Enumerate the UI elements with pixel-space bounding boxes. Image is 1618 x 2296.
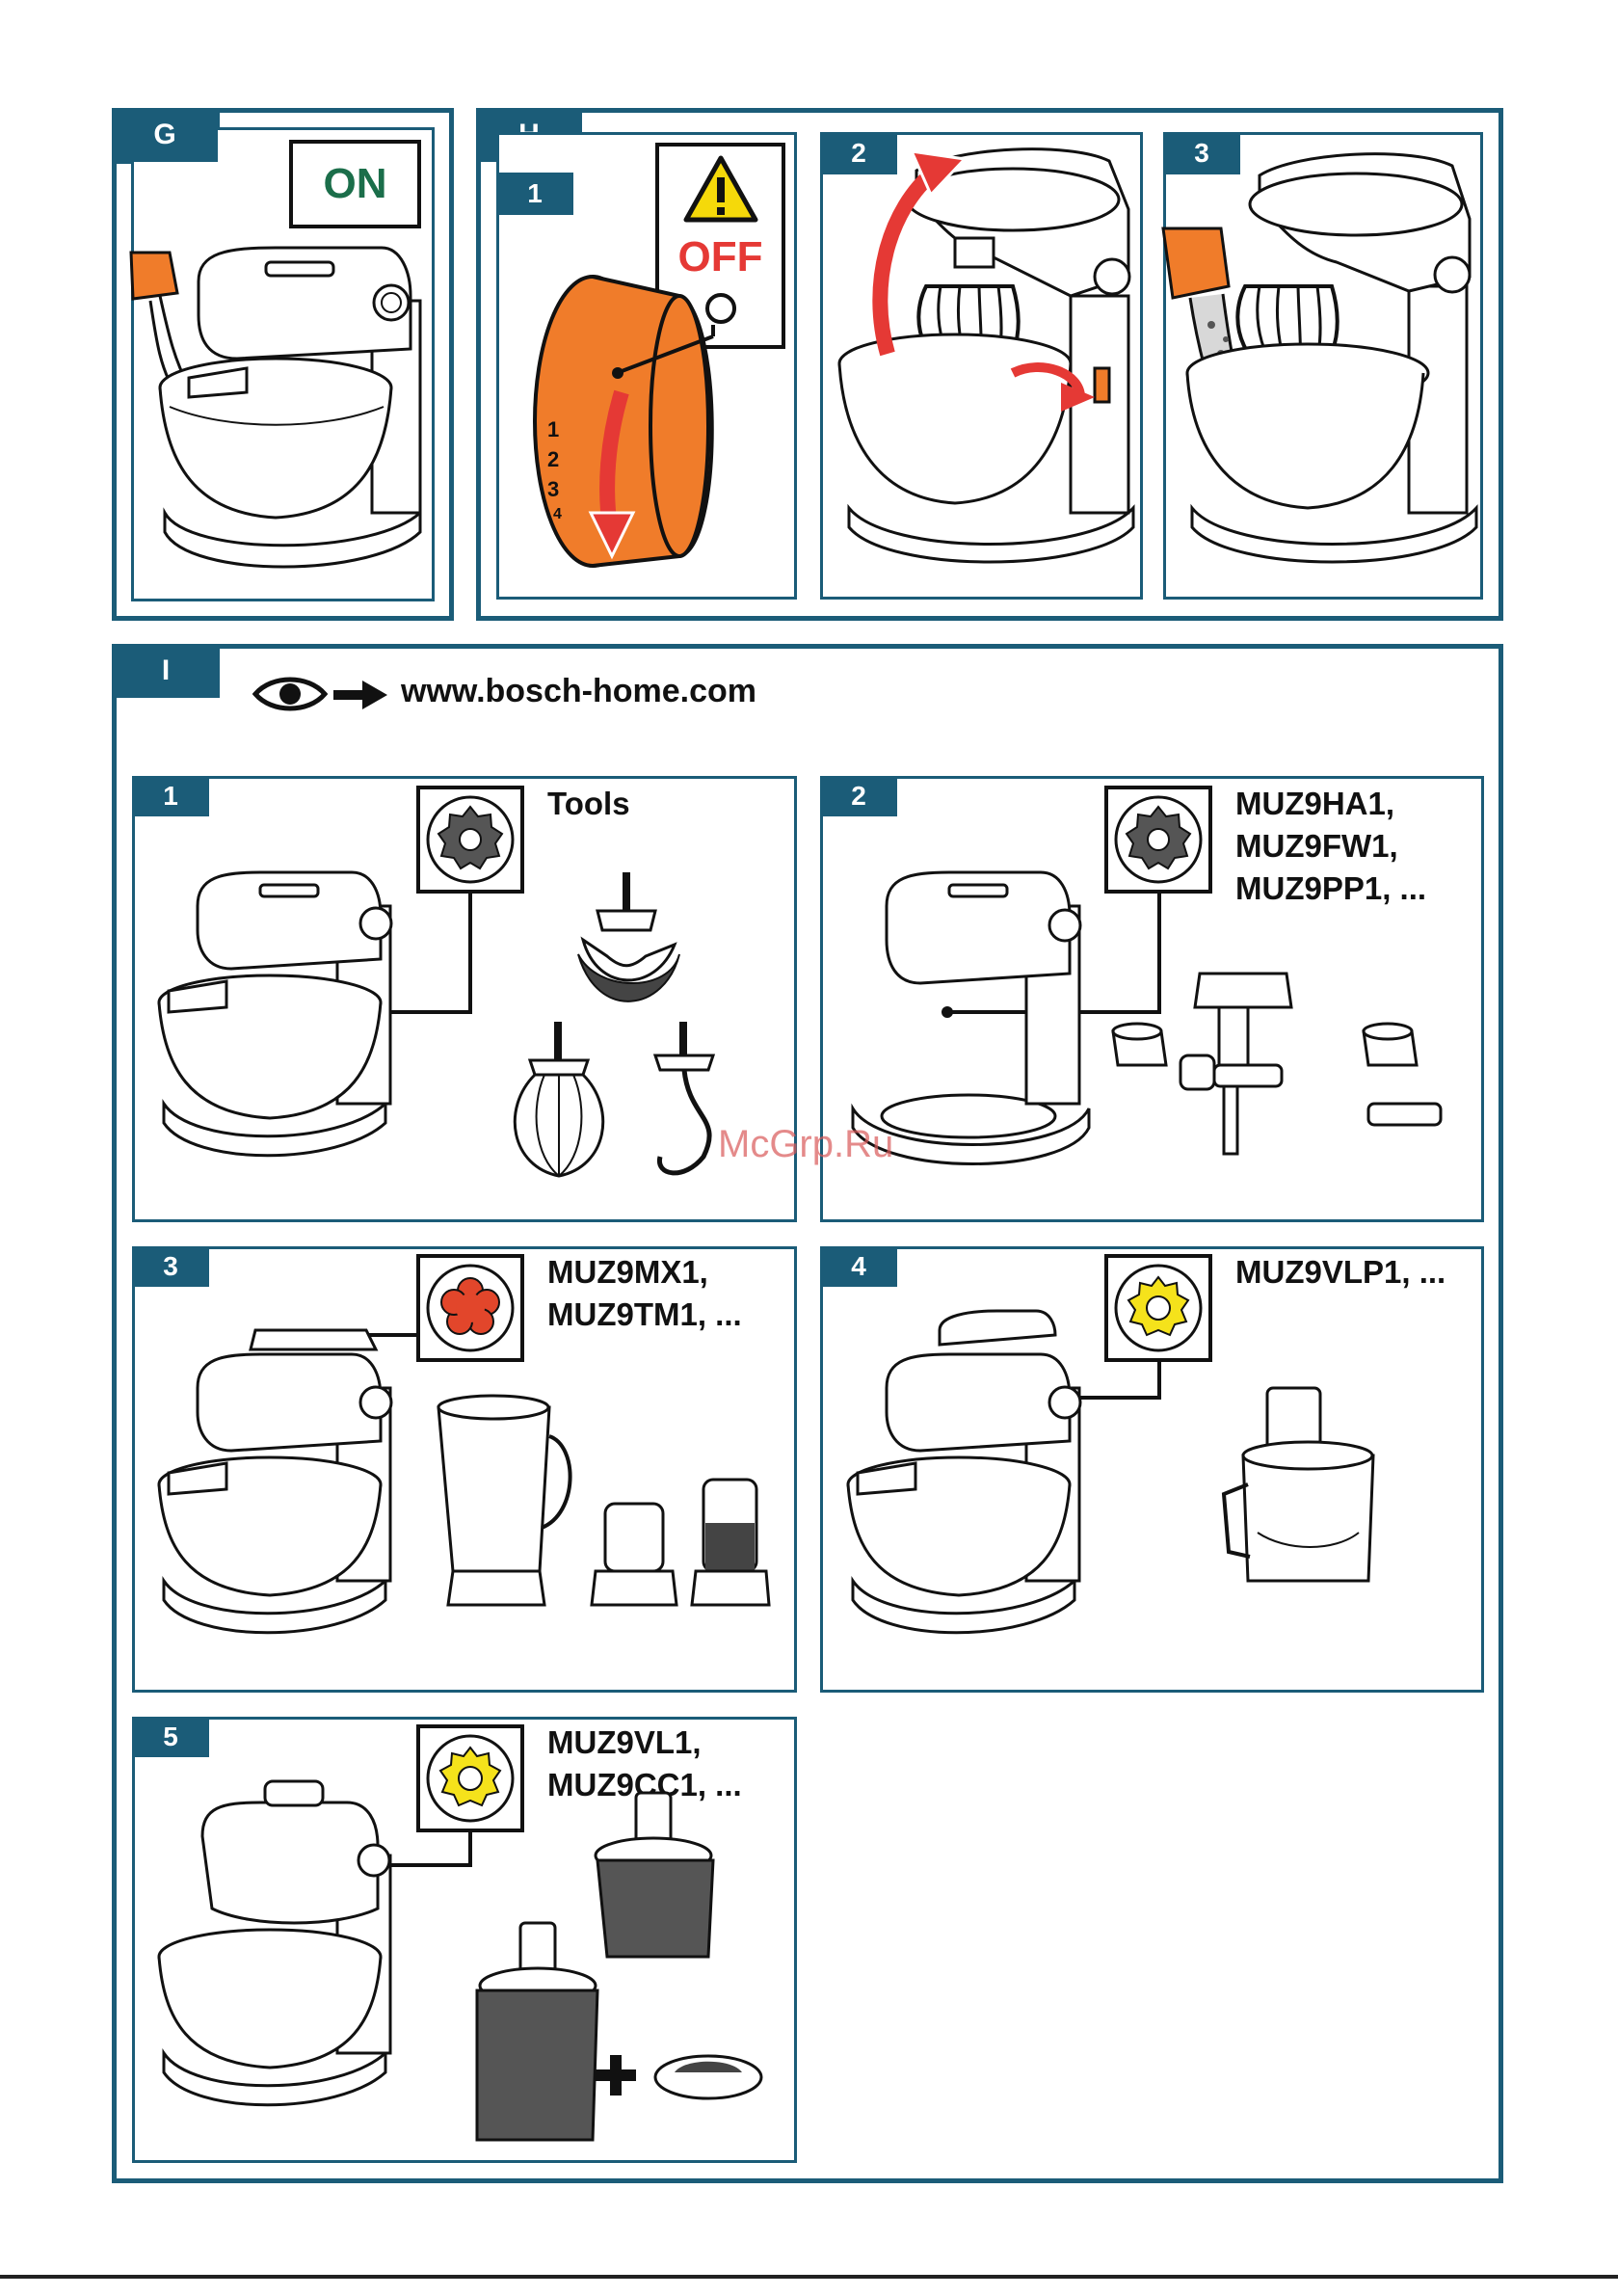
dial-mark-3: 3 (547, 479, 559, 500)
panel-4-label: MUZ9VLP1, ... (1235, 1251, 1446, 1294)
panel-1-label: Tools (547, 783, 630, 825)
section-i-tab: I (112, 644, 220, 698)
speed-dial-illustration (496, 132, 797, 600)
arrow-right-icon (333, 679, 389, 711)
panel-4-label-line-1: MUZ9VLP1, ... (1235, 1251, 1446, 1294)
mixer-adding-ingredients-illustration (1163, 132, 1483, 600)
panel-3-blender-illustration (145, 1292, 781, 1687)
section-g-tab-cover: G (112, 108, 218, 162)
dial-mark-1: 1 (547, 419, 559, 441)
on-label: ON (324, 160, 387, 208)
panel-1-mixer-tools-illustration (145, 848, 781, 1215)
panel-3-label-line-1: MUZ9MX1, (547, 1251, 742, 1294)
panel-2-meat-grinder-illustration (834, 848, 1470, 1215)
section-i-panel-2-tab: 2 (820, 776, 897, 816)
dial-mark-2: 2 (547, 449, 559, 470)
on-sign: ON (289, 140, 421, 228)
section-i-panel-1-tab: 1 (132, 776, 209, 816)
dial-mark-4: 4 (553, 507, 562, 522)
section-i-panel-4-tab: 4 (820, 1246, 897, 1287)
panel-1-label-line-1: Tools (547, 783, 630, 825)
mixer-pouring-illustration (131, 224, 435, 601)
mixer-head-lift-illustration (820, 132, 1143, 600)
panel-4-food-processor-illustration (834, 1292, 1470, 1687)
panel-5-vegetable-cutter-illustration (145, 1764, 781, 2159)
eye-icon (252, 673, 328, 715)
watermark-text: McGrp.Ru (718, 1123, 893, 1166)
panel-5-label-line-1: MUZ9VL1, (547, 1722, 742, 1764)
page-bottom-rule (0, 2275, 1618, 2279)
bosch-website-url[interactable]: www.bosch-home.com (401, 673, 756, 710)
section-i-panel-5-tab: 5 (132, 1717, 209, 1757)
section-i-panel-3-tab: 3 (132, 1246, 209, 1287)
panel-2-label-line-1: MUZ9HA1, (1235, 783, 1426, 825)
